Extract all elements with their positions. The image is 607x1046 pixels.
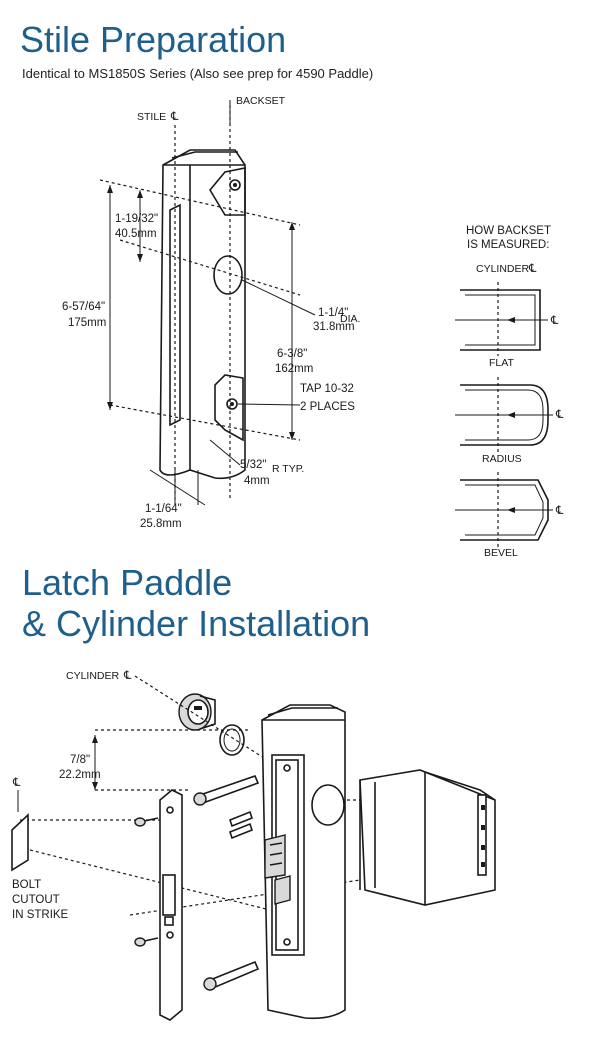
- stile-drawing: [99, 100, 316, 506]
- stile-preparation-subtitle: Identical to MS1850S Series (Also see pr…: [22, 66, 374, 81]
- dim-7-8: 7/8": [70, 754, 90, 766]
- stile-preparation-title: Stile Preparation: [20, 19, 287, 60]
- backset-heading-2: IS MEASURED:: [467, 239, 549, 251]
- bolt-label-3: IN STRIKE: [12, 909, 69, 921]
- bolt-cl-symbol: ℄: [12, 777, 21, 789]
- backset-bevel: ℄: [455, 472, 564, 548]
- dim-25-8mm: 25.8mm: [140, 518, 182, 530]
- paddle: [359, 769, 496, 906]
- bolt-cutout: [11, 813, 29, 872]
- dim-175mm: 175mm: [68, 317, 106, 329]
- svg-text:℄: ℄: [555, 505, 564, 517]
- backset-radius-label: RADIUS: [482, 453, 522, 465]
- radius-4mm: 4mm: [244, 475, 270, 487]
- stile-body: [159, 149, 246, 480]
- dia-31-8mm: 31.8mm: [313, 321, 355, 333]
- latch-paddle-title-line2: & Cylinder Installation: [22, 603, 371, 644]
- backset-radius: ℄: [455, 377, 564, 452]
- backset-cl-symbol: ℄: [528, 263, 537, 275]
- tap-label: TAP 10-32: [300, 383, 354, 395]
- radius-typ: R TYP.: [272, 463, 304, 475]
- screws: [134, 775, 260, 991]
- latch-paddle-title-line1: Latch Paddle: [22, 562, 233, 603]
- backset-bevel-label: BEVEL: [484, 547, 518, 559]
- dim-162mm: 162mm: [275, 363, 313, 375]
- backset-flat-label: FLAT: [489, 357, 514, 369]
- dia-1-1-4: 1-1/4": [318, 307, 348, 319]
- dim-40-5mm: 40.5mm: [115, 228, 157, 240]
- backset-label: BACKSET: [236, 95, 286, 107]
- dia-label: DIA.: [340, 313, 360, 325]
- svg-text:℄: ℄: [550, 315, 559, 327]
- backset-cylinder-cl: CYLINDER: [476, 263, 530, 275]
- dim-6-3-8: 6-3/8": [277, 348, 307, 360]
- stile-cl-symbol: ℄: [170, 111, 179, 123]
- dim-1-19-32: 1-19/32": [115, 213, 158, 225]
- radius-5-32: 5/32": [240, 459, 266, 471]
- stile-slot: [169, 203, 181, 427]
- top-cutout: [209, 167, 246, 216]
- install-cl-symbol: ℄: [123, 670, 132, 682]
- dim-1-1-64: 1-1/64": [145, 503, 182, 515]
- faceplate: [159, 789, 183, 1021]
- dim-6-57-64: 6-57/64": [62, 301, 105, 313]
- stile-with-lock: [261, 704, 346, 1020]
- backset-heading-1: HOW BACKSET: [466, 225, 551, 237]
- bolt-label-2: CUTOUT: [12, 894, 60, 906]
- svg-text:℄: ℄: [555, 409, 564, 421]
- backset-flat: ℄: [455, 282, 559, 356]
- stile-cl-label: STILE: [137, 111, 166, 123]
- cylinder-hole: [213, 255, 243, 295]
- bolt-label-1: BOLT: [12, 879, 41, 891]
- tap-places: 2 PLACES: [300, 401, 355, 413]
- bottom-cutout: [214, 374, 244, 442]
- cylinder: [178, 693, 216, 731]
- dim-22-2mm: 22.2mm: [59, 769, 101, 781]
- install-cylinder-cl: CYLINDER: [66, 670, 120, 682]
